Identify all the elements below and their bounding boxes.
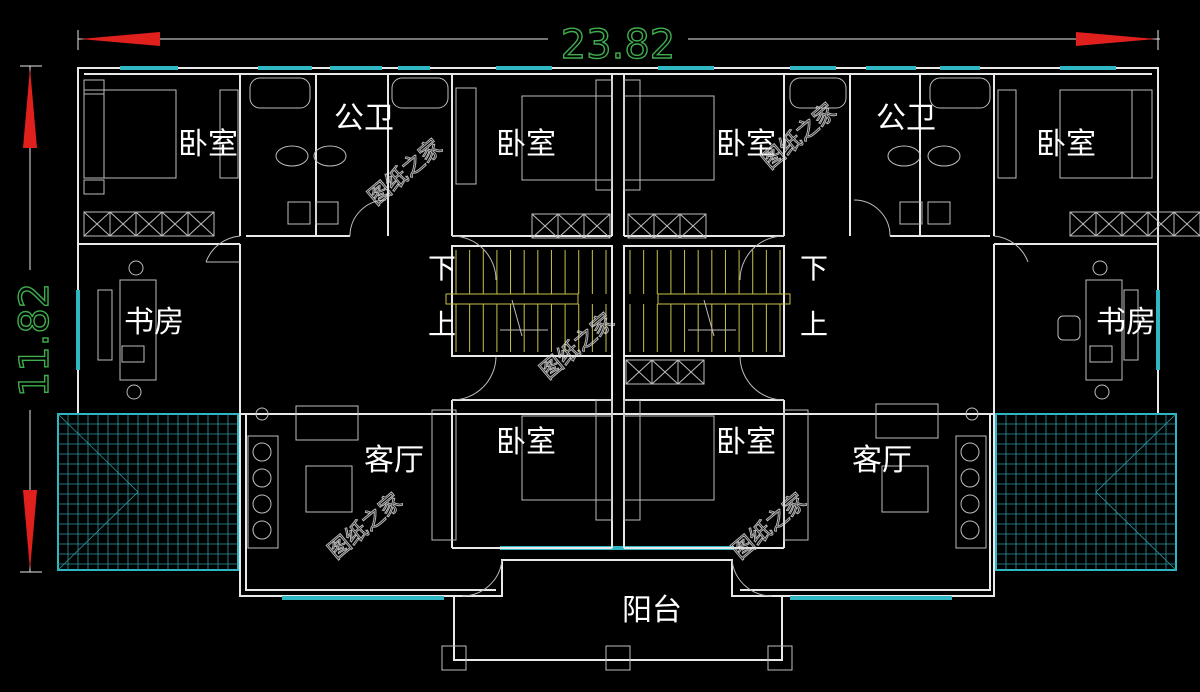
height-dimension-label: 11.82 [12,283,58,398]
room-labels: 卧室 公卫 卧室 卧室 公卫 卧室 书房 书房 客厅 客厅 卧室 卧室 阳台 [124,101,1156,628]
bed-top-right [997,89,1153,179]
stair-right-down: 下 [800,252,828,285]
dim-arrow-top [23,68,37,148]
bed-bottom-center-left [431,399,613,541]
label-bedroom-bottom-center-right: 卧室 [716,425,776,460]
label-study-right: 书房 [1096,305,1156,340]
bed-top-center-right [623,79,715,191]
label-living-right: 客厅 [852,443,912,478]
label-study-left: 书房 [124,305,184,340]
horizontal-dimension: 23.82 [77,20,1160,69]
bed-bottom-center-right [623,399,809,541]
stair-right-up: 上 [800,308,828,341]
terrace-right [995,413,1177,571]
watermark: 图纸之家 [728,489,811,565]
study-desk-right [1057,260,1139,400]
label-bedroom-top-right: 卧室 [1036,127,1096,162]
bed-top-left [83,79,239,195]
bath-fixtures-right [789,77,991,225]
label-bedroom-bottom-center-left: 卧室 [496,425,556,460]
living-furniture-right [875,403,987,549]
watermark: 图纸之家 [536,309,619,385]
width-dimension-label: 23.82 [561,22,676,68]
dim-arrow-bottom [23,490,37,570]
staircase-left [445,250,607,352]
terrace-left [57,413,239,571]
label-bath-left: 公卫 [334,101,394,136]
stair-left-up: 上 [428,308,456,341]
staircase-right [629,250,791,352]
label-bedroom-top-center-right: 卧室 [716,127,776,162]
label-bath-right: 公卫 [876,101,936,136]
dim-arrow-left [80,32,160,46]
label-bedroom-top-center-left: 卧室 [496,127,556,162]
label-bedroom-top-left: 卧室 [178,127,238,162]
watermark: 图纸之家 [364,135,447,211]
doors [205,199,1029,597]
label-balcony: 阳台 [622,593,682,628]
watermarks: 图纸之家 图纸之家 图纸之家 图纸之家 图纸之家 [323,98,841,565]
dim-arrow-right [1076,32,1156,46]
study-desk-left [97,260,157,400]
stair-left-down: 下 [428,252,456,285]
living-furniture-left [247,405,359,549]
wardrobes [83,211,1200,385]
bath-fixtures-left [249,77,449,225]
label-living-left: 客厅 [364,443,424,478]
vertical-dimension: 11.82 [10,65,59,573]
stair-labels: 下 上 下 上 [428,252,828,341]
balcony-structure [441,596,793,671]
watermark: 图纸之家 [324,489,407,565]
bed-top-center-left [455,79,613,191]
